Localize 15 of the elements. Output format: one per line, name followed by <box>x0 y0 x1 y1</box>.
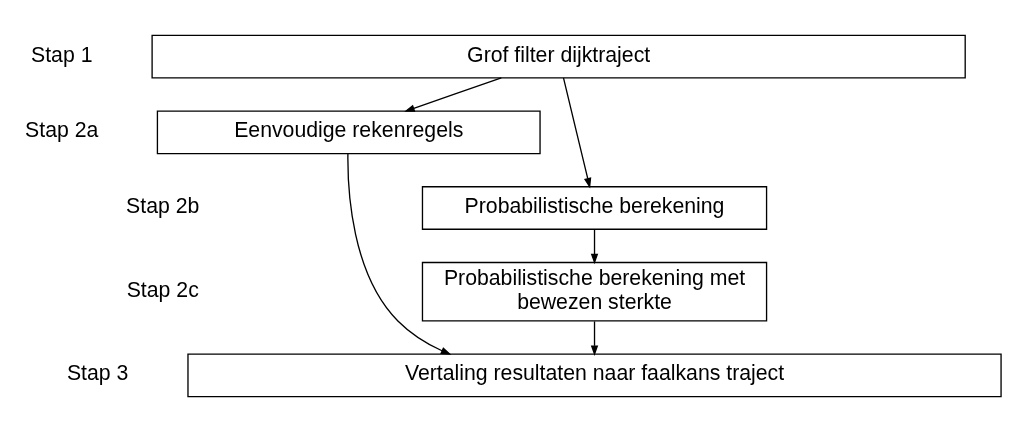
arrow <box>590 228 599 265</box>
node-box: Vertaling resultaten naar faalkans traject <box>187 353 1002 398</box>
label: Stap 2c <box>126 277 199 302</box>
node-box: Probabilistische berekening <box>421 186 768 230</box>
node-box: Eenvoudige rekenregels <box>156 110 541 155</box>
label: Stap 2a <box>25 118 99 143</box>
node-box: Grof filter dijktraject <box>151 34 966 79</box>
node-box: Probabilistische berekening met bewezen sterkte <box>421 261 768 322</box>
label: Stap 2b <box>126 194 200 219</box>
arrow <box>404 77 502 112</box>
label: Stap 1 <box>31 42 93 67</box>
arrow <box>347 153 452 355</box>
arrow <box>562 77 592 189</box>
label: Stap 3 <box>66 361 129 386</box>
arrow <box>590 320 599 357</box>
